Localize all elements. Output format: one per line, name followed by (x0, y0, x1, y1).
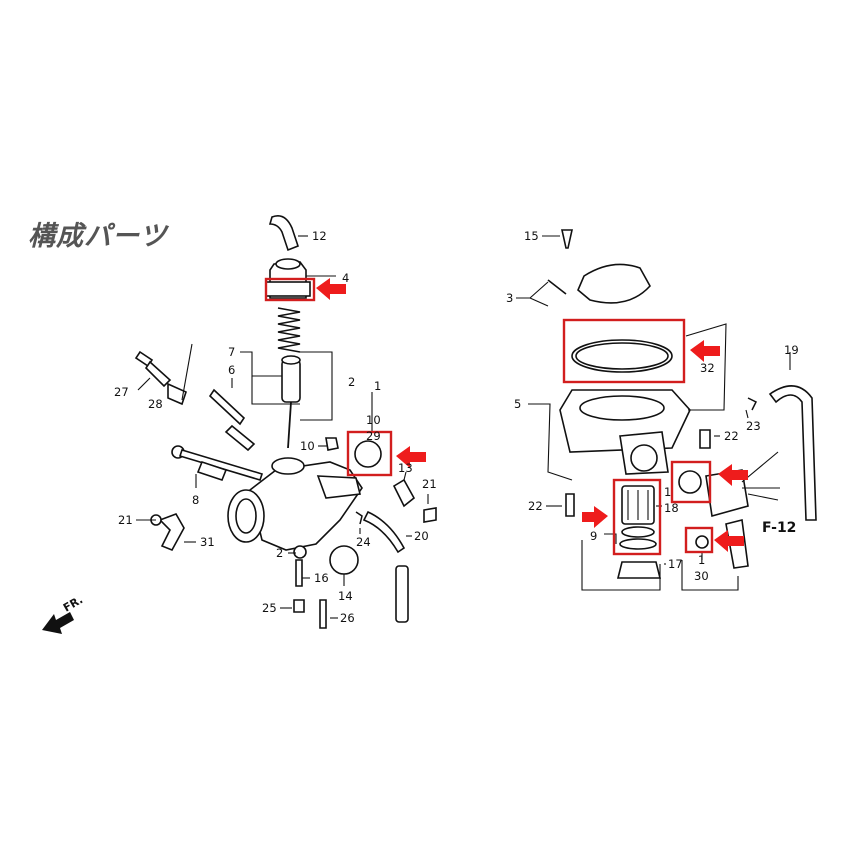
highlight-box-part-29 (346, 430, 393, 477)
callout-1: 1 (374, 379, 381, 393)
fuel-hose-part-12 (268, 215, 299, 252)
fuel-cock-o-ring-part-1 (678, 470, 702, 494)
callout-24: 24 (356, 535, 371, 549)
callout-4: 4 (342, 271, 349, 285)
callout-10: 10 (366, 413, 381, 427)
arrow-icon (690, 340, 720, 362)
callout-3: 3 (506, 291, 513, 305)
callout-1c: 1 (698, 553, 705, 567)
float-valve-part-22 (699, 429, 711, 449)
callout-29: 29 (366, 429, 381, 443)
callout-23: 23 (746, 419, 761, 433)
highlight-box-part-30 (684, 526, 714, 554)
callout-21: 21 (422, 477, 437, 491)
callout-15: 15 (524, 229, 539, 243)
clip-part-23 (747, 397, 758, 411)
leader-lines (136, 235, 791, 619)
callout-26: 26 (340, 611, 355, 625)
callout-1b: 1 (664, 485, 671, 499)
filter-screen-part-18 (619, 485, 657, 550)
drain-bowl-part-17 (616, 561, 662, 579)
callout-19: 19 (784, 343, 799, 357)
callout-17: 17 (668, 557, 683, 571)
fuel-tube-part-19 (768, 385, 817, 521)
arrow-icon (582, 506, 608, 528)
jet-needle-part-15 (561, 229, 573, 249)
callout-5: 5 (514, 397, 521, 411)
pilot-screw-part-27 (134, 350, 187, 406)
throttle-stop-screw-part-6 (208, 388, 256, 452)
arrow-icon (718, 464, 748, 486)
callout-16: 16 (314, 571, 329, 585)
callout-21b: 21 (118, 513, 133, 527)
callout-28: 28 (148, 397, 163, 411)
callout-9: 9 (590, 529, 597, 543)
callout-22b: 22 (528, 499, 543, 513)
callout-22: 22 (724, 429, 739, 443)
callout-18: 18 (664, 501, 679, 515)
highlight-box-part-4 (264, 277, 316, 302)
cover-gasket-part-32 (571, 339, 673, 373)
float-chamber-body-part-5 (559, 389, 691, 475)
callout-10b: 10 (300, 439, 315, 453)
front-direction-arrow-icon: FR. (42, 593, 85, 634)
float-chamber-gasket-part-29 (354, 440, 382, 468)
air-vent-clip-part-24 (355, 511, 363, 525)
main-jet-part-25 (293, 599, 305, 613)
highlight-box-part-18-9 (612, 478, 662, 556)
callout-2: 2 (348, 375, 355, 389)
callout-13: 13 (398, 461, 413, 475)
float-valve-part-22b (565, 493, 575, 517)
vacuum-fitting-part-10 (325, 437, 339, 451)
carburetor-top-cap-part-4 (265, 258, 311, 299)
callout-8: 8 (192, 493, 199, 507)
carburetor-body-part-1 (227, 457, 363, 559)
arrow-icon (316, 278, 346, 300)
page-title: 構成パーツ (28, 221, 168, 252)
drain-screw-part-21 (423, 507, 437, 523)
figure-code-label: F-12 (762, 520, 797, 536)
breather-tube-part-14 (329, 545, 359, 575)
callout-32: 32 (700, 361, 715, 375)
fuel-cock-body-part-1b (705, 469, 749, 569)
callout-14: 14 (338, 589, 353, 603)
throttle-spring-part-7 (277, 307, 301, 353)
arrow-icon (396, 446, 426, 468)
slow-jet-part-26 (319, 599, 327, 629)
callout-31: 31 (200, 535, 215, 549)
arrow-icon (714, 530, 744, 552)
callout-12: 12 (312, 229, 327, 243)
throttle-valve-part-2 (281, 355, 301, 449)
callout-20: 20 (414, 529, 429, 543)
drain-tube-part-20 (362, 510, 406, 554)
chamber-cover-part-3 (547, 263, 651, 304)
callout-6: 6 (228, 363, 235, 377)
adjuster-bolt-part-8 (171, 445, 264, 481)
choke-lever-part-31 (150, 513, 185, 552)
callout-27: 27 (114, 385, 129, 399)
callout-2b: 2 (276, 546, 283, 560)
needle-jet-part-16 (295, 559, 303, 587)
front-direction-label: FR. (61, 593, 85, 614)
overflow-hose-part-20b (395, 565, 409, 623)
callout-25: 25 (262, 601, 277, 615)
small-o-ring-part-30 (695, 535, 709, 549)
float-part-13 (392, 478, 416, 508)
highlight-box-part-1 (670, 460, 712, 504)
callout-30: 30 (694, 569, 709, 583)
highlight-box-part-32 (562, 318, 686, 384)
callout-7: 7 (228, 345, 235, 359)
